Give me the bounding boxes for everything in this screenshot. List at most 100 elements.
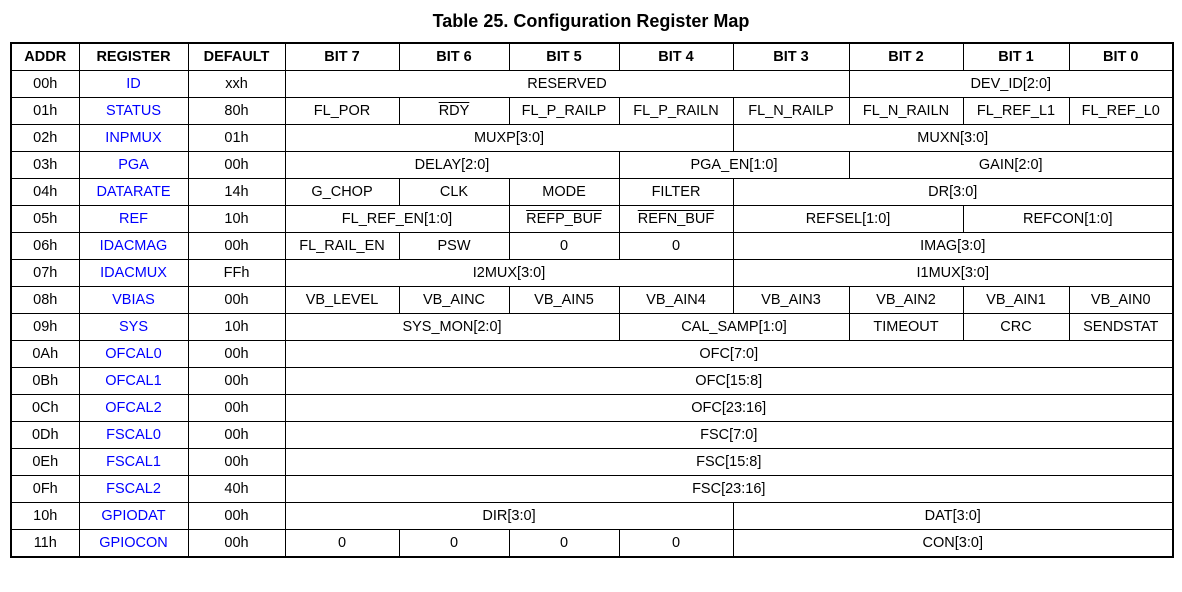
bit-field-cell: SYS_MON[2:0]: [284, 313, 620, 341]
register-link[interactable]: VBIAS: [112, 292, 155, 308]
register-link[interactable]: IDACMAG: [99, 238, 168, 254]
default-cell: 10h: [187, 313, 286, 341]
bit-field-cell: VB_AIN0: [1068, 286, 1174, 314]
bit-field-cell: VB_AINC: [398, 286, 510, 314]
bit-field-cell: PGA_EN[1:0]: [618, 151, 850, 179]
bit-field-cell: G_CHOP: [284, 178, 400, 206]
addr-cell: 10h: [10, 502, 80, 530]
register-link[interactable]: FSCAL1: [106, 454, 161, 470]
register-link[interactable]: DATARATE: [96, 184, 171, 200]
bit-field-label: CON[3:0]: [922, 535, 983, 551]
default-cell: xxh: [187, 70, 286, 98]
document-page: Table 25. Configuration Register Map ADD…: [10, 11, 1174, 558]
bit-field-label: FL_REF_L1: [976, 103, 1056, 119]
bit-field-label: CAL_SAMP[1:0]: [681, 319, 787, 335]
bit-field-cell: TIMEOUT: [848, 313, 964, 341]
table-title: Table 25. Configuration Register Map: [432, 11, 750, 31]
column-header: ADDR: [10, 42, 80, 71]
bit-field-label-overline: REFN_BUF: [637, 211, 715, 227]
register-cell: GPIOCON: [78, 529, 189, 558]
bit-field-label: VB_AIN5: [534, 292, 594, 308]
bit-field-label: FSC[7:0]: [700, 427, 758, 443]
register-link[interactable]: REF: [119, 211, 148, 227]
bit-field-cell: FILTER: [618, 178, 734, 206]
bit-field-cell: FL_P_RAILN: [618, 97, 734, 125]
bit-field-label: FL_REF_L0: [1081, 103, 1160, 119]
register-cell: OFCAL0: [78, 340, 189, 368]
register-cell: PGA: [78, 151, 189, 179]
register-link[interactable]: FSCAL0: [106, 427, 161, 443]
bit-field-cell: GAIN[2:0]: [848, 151, 1174, 179]
bit-field-cell: FL_REF_L0: [1068, 97, 1174, 125]
column-header: BIT 4: [618, 42, 734, 71]
register-cell: VBIAS: [78, 286, 189, 314]
default-cell: 00h: [187, 448, 286, 476]
bit-field-label: FL_P_RAILP: [521, 103, 607, 119]
bit-field-label: FL_P_RAILN: [633, 103, 719, 119]
register-link[interactable]: STATUS: [105, 103, 162, 119]
register-cell: REF: [78, 205, 189, 233]
register-link[interactable]: ID: [126, 76, 141, 92]
register-cell: GPIODAT: [78, 502, 189, 530]
bit-field-label: PGA_EN[1:0]: [690, 157, 778, 173]
bit-field-label: VB_AIN4: [646, 292, 706, 308]
bit-field-label: OFC[7:0]: [699, 346, 759, 362]
bit-field-cell: VB_AIN1: [962, 286, 1070, 314]
bit-field-label: FSC[23:16]: [692, 481, 766, 497]
column-header: BIT 1: [962, 42, 1070, 71]
bit-field-cell: FL_N_RAILN: [848, 97, 964, 125]
bit-field-label: SENDSTAT: [1083, 319, 1159, 335]
bit-field-cell: PSW: [398, 232, 510, 260]
register-link[interactable]: FSCAL2: [106, 481, 161, 497]
register-link[interactable]: INPMUX: [105, 130, 162, 146]
bit-field-label: 0: [449, 535, 459, 551]
default-cell: 14h: [187, 178, 286, 206]
register-link[interactable]: OFCAL2: [105, 400, 162, 416]
bit-field-label: 0: [559, 535, 569, 551]
bit-field-cell: FL_REF_EN[1:0]: [284, 205, 510, 233]
register-cell: FSCAL0: [78, 421, 189, 449]
bit-field-cell: CON[3:0]: [732, 529, 1174, 558]
bit-field-label: MUXN[3:0]: [917, 130, 989, 146]
bit-field-cell: OFC[15:8]: [284, 367, 1174, 395]
bit-field-label: I1MUX[3:0]: [916, 265, 990, 281]
register-cell: FSCAL1: [78, 448, 189, 476]
addr-cell: 0Eh: [10, 448, 80, 476]
bit-field-label: FL_POR: [313, 103, 371, 119]
bit-field-cell: 0: [508, 232, 620, 260]
bit-field-label: DEV_ID[2:0]: [970, 76, 1052, 92]
bit-field-cell: SENDSTAT: [1068, 313, 1174, 341]
addr-cell: 08h: [10, 286, 80, 314]
bit-field-cell: VB_AIN4: [618, 286, 734, 314]
bit-field-label: VB_AIN1: [986, 292, 1046, 308]
bit-field-cell: DR[3:0]: [732, 178, 1174, 206]
register-link[interactable]: OFCAL1: [105, 373, 162, 389]
register-link[interactable]: GPIODAT: [101, 508, 166, 524]
register-link[interactable]: OFCAL0: [105, 346, 162, 362]
bit-field-cell: CRC: [962, 313, 1070, 341]
bit-field-cell: OFC[7:0]: [284, 340, 1174, 368]
default-cell: 00h: [187, 232, 286, 260]
register-link[interactable]: GPIOCON: [99, 535, 168, 551]
bit-field-cell: I1MUX[3:0]: [732, 259, 1174, 287]
register-link[interactable]: IDACMUX: [100, 265, 167, 281]
register-link[interactable]: SYS: [118, 319, 148, 335]
default-cell: 00h: [187, 394, 286, 422]
bit-field-cell: 0: [618, 232, 734, 260]
bit-field-cell: VB_AIN5: [508, 286, 620, 314]
addr-cell: 05h: [10, 205, 80, 233]
bit-field-cell: DEV_ID[2:0]: [848, 70, 1174, 98]
column-header: REGISTER: [78, 42, 189, 71]
column-header: DEFAULT: [187, 42, 286, 71]
register-link[interactable]: PGA: [118, 157, 149, 173]
bit-field-cell: RESERVED: [284, 70, 850, 98]
bit-field-label: FSC[15:8]: [696, 454, 762, 470]
